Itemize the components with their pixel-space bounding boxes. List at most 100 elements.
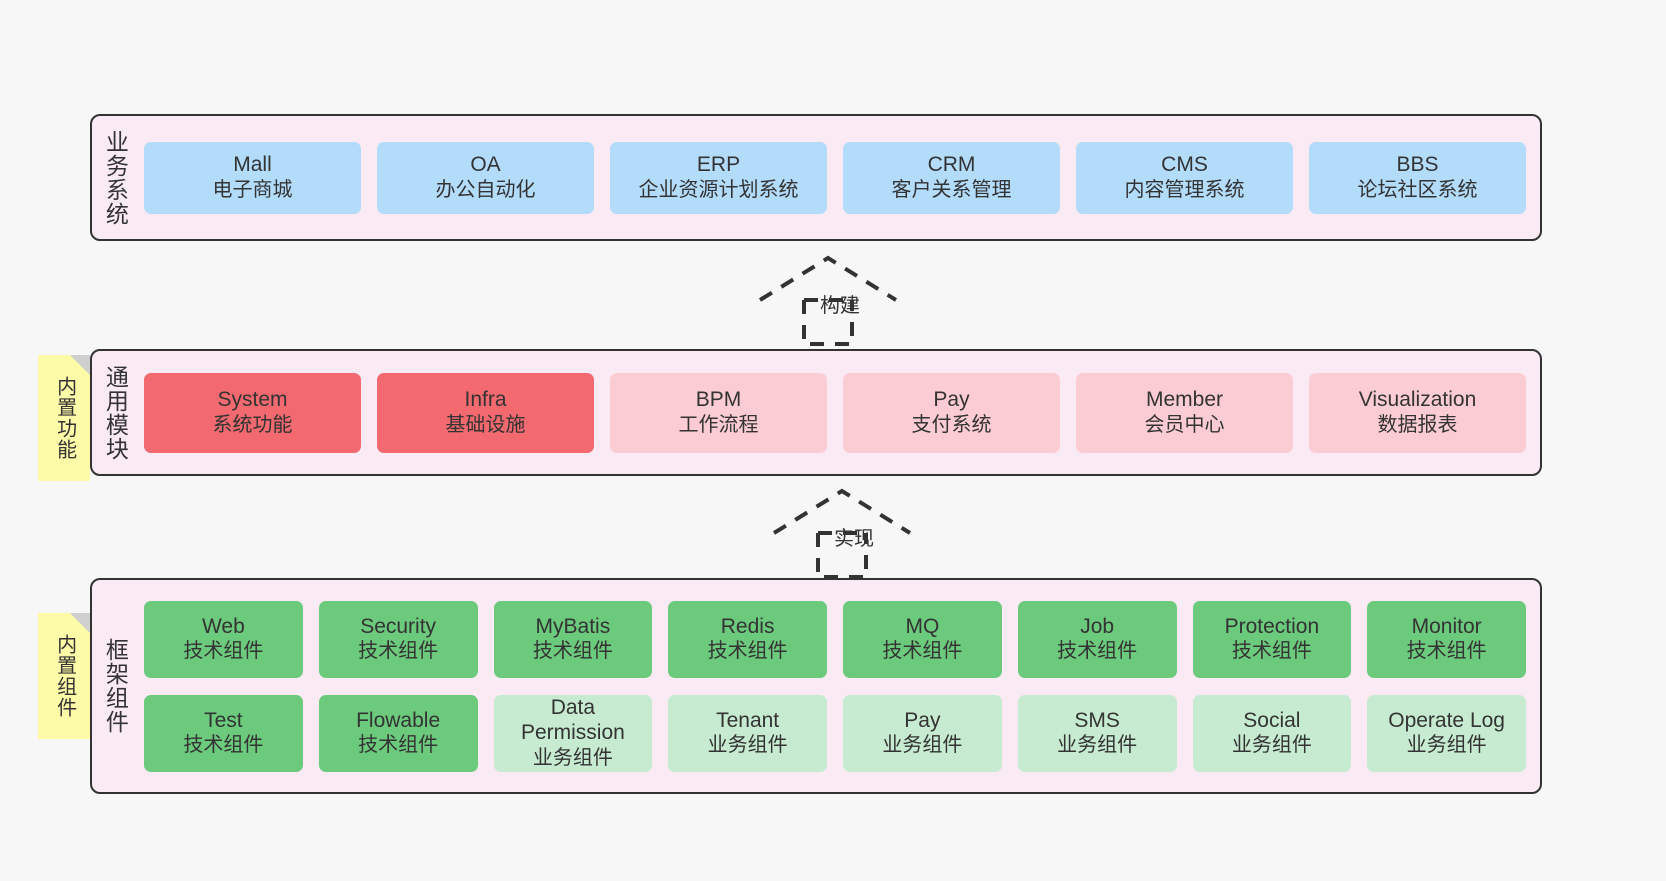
component-cn-label: 基础设施 [445, 413, 526, 436]
layer-business-system: 业务系统 Mall 电子商城 OA 办公自动化 ERP 企业资源计划系统 CRM… [90, 114, 1542, 241]
component-en-label: Infra [464, 388, 507, 412]
component-cn-label: 技术组件 [1406, 640, 1487, 663]
component-box-system[interactable]: System 系统功能 [144, 372, 361, 453]
component-cn-label: 技术组件 [707, 640, 788, 663]
sticky-note-builtin-component: 内置组件 [38, 613, 90, 739]
component-en-label: Test [204, 708, 243, 732]
component-cn-label: 技术组件 [532, 640, 613, 663]
component-box-cms[interactable]: CMS 内容管理系统 [1076, 141, 1293, 214]
component-en-label: Flowable [356, 708, 441, 732]
arrow-implement-label: 实现 [834, 528, 874, 550]
component-en-label: Mall [233, 153, 272, 177]
component-en-label: System [217, 388, 288, 412]
component-box-monitor[interactable]: Monitor 技术组件 [1367, 600, 1526, 678]
component-box-tenant[interactable]: Tenant 业务组件 [668, 694, 827, 772]
arrow-build-label: 构建 [820, 295, 860, 317]
component-box-job[interactable]: Job 技术组件 [1017, 600, 1177, 678]
component-en-label: Member [1145, 388, 1224, 412]
component-box-visualization[interactable]: Visualization 数据报表 [1309, 372, 1526, 453]
layer-common-module: 通用模块 System 系统功能 Infra 基础设施 BPM 工作流程 Pay… [90, 349, 1542, 476]
component-cn-label: 会员中心 [1144, 413, 1225, 436]
note-fold-icon [70, 613, 90, 633]
component-cn-label: 技术组件 [1231, 640, 1312, 663]
component-en-label: SMS [1074, 708, 1120, 732]
component-cn-label: 电子商城 [212, 178, 293, 201]
layer-framework-component: 框架组件 Web 技术组件 Security 技术组件 MyBatis 技术组件… [90, 578, 1542, 794]
component-en-label: Monitor [1411, 614, 1482, 638]
box-row: Web 技术组件 Security 技术组件 MyBatis 技术组件 Redi… [144, 600, 1526, 678]
component-box-bpm[interactable]: BPM 工作流程 [610, 372, 827, 453]
component-en-label: Data Permission [520, 696, 625, 744]
component-box-sms[interactable]: SMS 业务组件 [1017, 694, 1177, 772]
component-box-protection[interactable]: Protection 技术组件 [1192, 600, 1352, 678]
component-cn-label: 论坛社区系统 [1357, 178, 1478, 201]
component-box-oa[interactable]: OA 办公自动化 [377, 141, 594, 214]
component-cn-label: 业务组件 [1231, 734, 1312, 757]
component-en-label: CRM [927, 153, 976, 177]
arrow-build: 构建 [752, 254, 932, 346]
component-cn-label: 数据报表 [1377, 413, 1458, 436]
component-en-label: BPM [695, 388, 742, 412]
component-cn-label: 业务组件 [1057, 734, 1138, 757]
layer-title-framework: 框架组件 [102, 638, 129, 734]
component-box-redis[interactable]: Redis 技术组件 [668, 600, 827, 678]
component-box-mybatis[interactable]: MyBatis 技术组件 [493, 600, 653, 678]
component-box-social[interactable]: Social 业务组件 [1192, 694, 1352, 772]
component-en-label: ERP [696, 153, 741, 177]
component-cn-label: 工作流程 [678, 413, 759, 436]
component-cn-label: 系统功能 [212, 413, 293, 436]
component-en-label: Operate Log [1388, 708, 1505, 732]
component-box-security[interactable]: Security 技术组件 [318, 600, 478, 678]
component-box-pay[interactable]: Pay 业务组件 [843, 694, 1002, 772]
component-cn-label: 业务组件 [882, 734, 963, 757]
component-en-label: Security [360, 614, 437, 638]
component-cn-label: 客户关系管理 [891, 178, 1012, 201]
arrow-implement: 实现 [766, 487, 946, 579]
layer-body-common: System 系统功能 Infra 基础设施 BPM 工作流程 Pay 支付系统… [138, 351, 1540, 474]
component-en-label: Web [201, 614, 245, 638]
arrow-build-icon [758, 255, 898, 346]
component-cn-label: 内容管理系统 [1124, 178, 1245, 201]
component-en-label: BBS [1396, 153, 1439, 177]
component-box-bbs[interactable]: BBS 论坛社区系统 [1309, 141, 1526, 214]
component-cn-label: 业务组件 [1406, 734, 1487, 757]
component-cn-label: 办公自动化 [435, 178, 536, 201]
component-cn-label: 技术组件 [358, 734, 439, 757]
sticky-note-builtin-function: 内置功能 [38, 355, 90, 481]
component-cn-label: 企业资源计划系统 [638, 178, 799, 201]
component-en-label: Tenant [716, 708, 780, 732]
component-box-data-permission[interactable]: Data Permission 业务组件 [493, 694, 653, 772]
layer-title-business: 业务系统 [102, 129, 129, 226]
layer-body-framework: Web 技术组件 Security 技术组件 MyBatis 技术组件 Redi… [138, 580, 1540, 792]
component-box-test[interactable]: Test 技术组件 [144, 694, 303, 772]
component-box-web[interactable]: Web 技术组件 [144, 600, 303, 678]
component-box-flowable[interactable]: Flowable 技术组件 [318, 694, 478, 772]
layer-body-business: Mall 电子商城 OA 办公自动化 ERP 企业资源计划系统 CRM 客户关系… [138, 116, 1540, 239]
component-box-operate-log[interactable]: Operate Log 业务组件 [1367, 694, 1526, 772]
component-cn-label: 技术组件 [358, 640, 439, 663]
component-en-label: Protection [1224, 614, 1320, 638]
component-box-member[interactable]: Member 会员中心 [1076, 372, 1293, 453]
component-box-mall[interactable]: Mall 电子商城 [144, 141, 361, 214]
arrow-implement-icon [772, 488, 912, 579]
component-box-crm[interactable]: CRM 客户关系管理 [843, 141, 1060, 214]
component-box-pay[interactable]: Pay 支付系统 [843, 372, 1060, 453]
component-en-label: Visualization [1358, 388, 1477, 412]
component-cn-label: 业务组件 [707, 734, 788, 757]
component-en-label: Redis [720, 614, 775, 638]
component-en-label: Pay [933, 388, 970, 412]
component-en-label: Pay [904, 708, 941, 732]
component-en-label: CMS [1161, 153, 1208, 177]
component-cn-label: 技术组件 [1057, 640, 1138, 663]
sticky-note-label: 内置功能 [53, 376, 76, 460]
component-en-label: MQ [905, 614, 940, 638]
component-box-erp[interactable]: ERP 企业资源计划系统 [610, 141, 827, 214]
component-cn-label: 支付系统 [911, 413, 992, 436]
component-box-mq[interactable]: MQ 技术组件 [843, 600, 1002, 678]
component-cn-label: 技术组件 [882, 640, 963, 663]
box-row: Mall 电子商城 OA 办公自动化 ERP 企业资源计划系统 CRM 客户关系… [144, 141, 1526, 214]
component-box-infra[interactable]: Infra 基础设施 [377, 372, 594, 453]
component-cn-label: 业务组件 [532, 746, 613, 769]
layer-title-common: 通用模块 [102, 364, 129, 461]
